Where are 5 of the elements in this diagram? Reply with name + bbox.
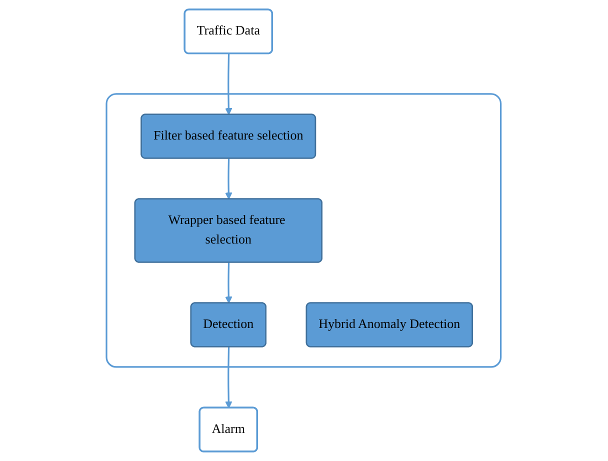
arrow	[225, 54, 233, 116]
arrow	[225, 262, 233, 304]
cluster	[106, 93, 502, 368]
arrow	[225, 158, 233, 200]
arrow	[225, 347, 233, 408]
